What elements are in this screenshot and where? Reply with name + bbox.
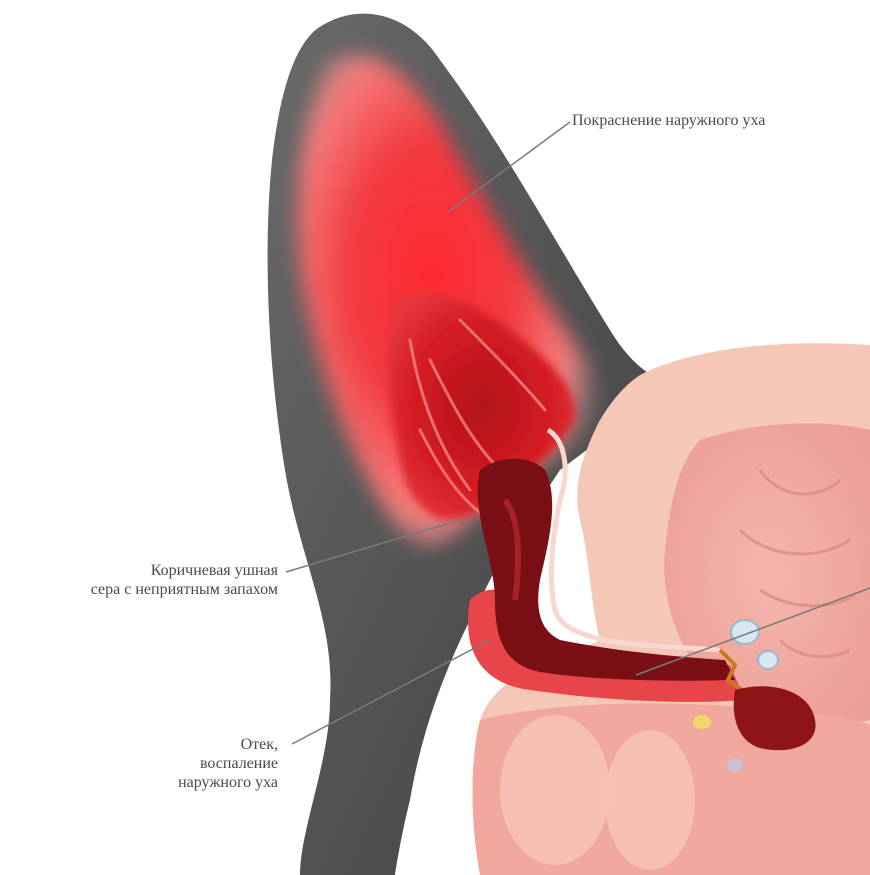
muscle-block-left bbox=[500, 715, 610, 865]
nerve-blue bbox=[727, 758, 743, 772]
muscle-block-right bbox=[605, 730, 695, 870]
label-swelling-line3: наружного уха bbox=[178, 773, 278, 792]
label-ear-redness-text: Покраснение наружного уха bbox=[572, 111, 765, 130]
label-ear-redness: Покраснение наружного уха bbox=[572, 111, 765, 130]
label-swelling-line1: Отек, bbox=[178, 735, 278, 754]
label-brown-wax-line1: Коричневая ушная bbox=[91, 561, 278, 580]
nerve-yellow bbox=[693, 715, 711, 729]
label-brown-wax: Коричневая ушная сера с неприятным запах… bbox=[91, 561, 278, 599]
label-swelling: Отек, воспаление наружного уха bbox=[178, 735, 278, 792]
label-swelling-line2: воспаление bbox=[178, 754, 278, 773]
label-brown-wax-line2: сера с неприятным запахом bbox=[91, 580, 278, 599]
